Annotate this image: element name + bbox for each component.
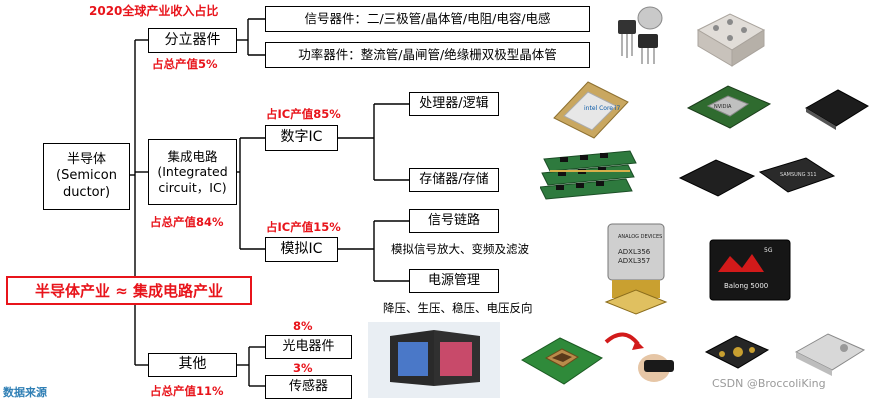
node-integrated-circuit: 集成电路 (Integrated circuit，IC) [148,139,237,205]
discrete-transistor-photo [618,6,663,64]
optoelectronic-share-label: 8% [293,319,313,333]
node-sensors: 传感器 [265,375,352,399]
sensor-share-label: 3% [293,361,313,375]
hisilicon-5g-text: 5G [764,247,773,254]
intel-cpu-photo: intel Core i7 [553,81,629,139]
foldable-phone-photo [368,322,500,398]
root-node-semiconductor: 半导体 (Semicon ductor) [43,143,130,210]
power-module-photo [696,13,766,67]
balong-5000-chip-photo: Balong 5000 5G [709,239,791,301]
intel-logo-text: intel Core i7 [584,105,621,112]
discrete-share-label: 占总产值5% [152,57,218,71]
balong-logo-text: Balong 5000 [724,282,768,290]
power-management-description: 降压、生压、稳压、电压反向 [383,301,533,315]
image-sensor-module-photo [520,332,674,385]
node-discrete-devices: 分立器件 [148,28,237,53]
samsung-logo-text: SAMSUNG 311 [780,172,817,178]
digital-share-label: 占IC产值85% [266,107,341,121]
semiconductor-equals-ic-banner: 半导体产业 ≈ 集成电路产业 [6,276,252,305]
node-other: 其他 [148,353,237,377]
ic-share-label: 占总产值84% [150,215,224,229]
logic-chip-photo [805,89,869,130]
node-signal-chain: 信号链路 [409,209,499,233]
signal-chain-description: 模拟信号放大、变频及滤波 [391,242,529,256]
data-source-label: 数据来源 [3,386,47,399]
node-digital-ic: 数字IC [265,125,338,151]
headline-revenue-share: 2020全球产业收入占比 [89,4,219,18]
node-memory-storage: 存储器/存储 [409,168,499,192]
node-analog-ic: 模拟IC [265,237,338,262]
mems-microphone-photo [704,335,770,369]
csdn-watermark: CSDN @BroccoliKing [712,377,826,390]
node-signal-devices: 信号器件：二/三极管/晶体管/电阻/电容/电感 [265,6,590,32]
analog-devices-text: ANALOG DEVICES [618,234,662,240]
other-share-label: 占总产值11% [150,384,224,398]
nvidia-gpu-photo: NVIDIA [686,85,772,129]
node-power-devices: 功率器件：整流管/晶闸管/绝缘栅双极型晶体管 [265,42,590,68]
node-optoelectronic-devices: 光电器件 [265,335,352,359]
analog-share-label: 占IC产值15% [266,220,341,234]
nvidia-logo-text: NVIDIA [714,104,732,110]
node-power-management: 电源管理 [409,269,499,293]
memory-chip-photo: SAMSUNG 311 [678,157,836,197]
node-processor-logic: 处理器/逻辑 [409,92,499,116]
ram-modules-photo [540,150,637,200]
pressure-sensor-photo [794,333,866,376]
